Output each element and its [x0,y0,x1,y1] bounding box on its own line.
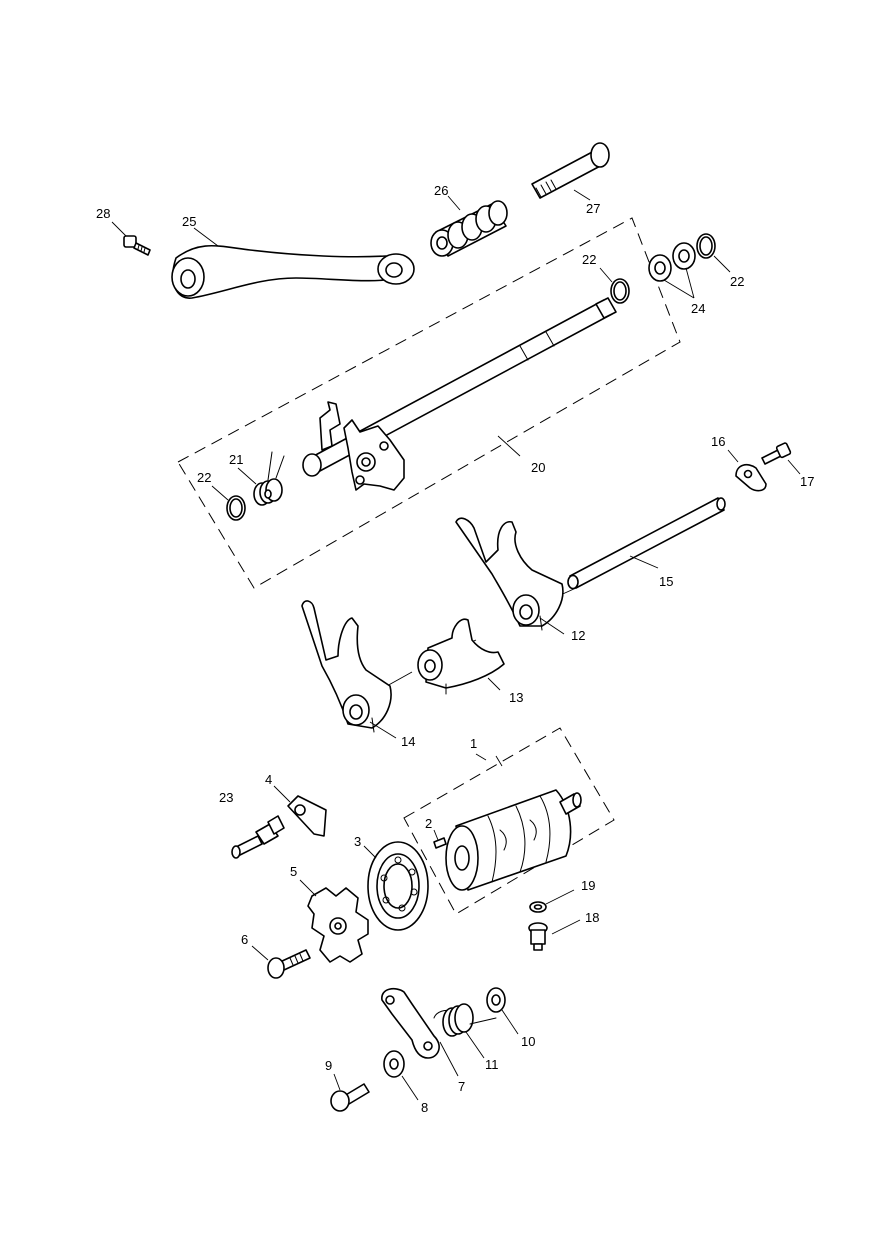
callout-14: 14 [401,734,415,749]
part-23-neutral-switch [231,815,285,859]
callout-27: 27 [586,201,600,216]
callout-22-right: 22 [730,274,744,289]
part-27-pivot-bolt [531,142,610,199]
callout-22-left: 22 [197,470,211,485]
callout-1: 1 [470,736,477,751]
part-16-retainer [735,463,767,492]
callout-21: 21 [229,452,243,467]
callout-23: 23 [219,790,233,805]
callout-10: 10 [521,1034,535,1049]
callout-26: 26 [434,183,448,198]
part-6-bolt [267,949,311,979]
part-28-bolt [123,235,151,256]
callout-25: 25 [182,214,196,229]
callout-17: 17 [800,474,814,489]
part-22-circlip-left [226,495,246,521]
callout-19: 19 [581,878,595,893]
part-7-stopper-arm [381,987,440,1059]
part-20-selector-shaft [302,297,617,491]
assembly-1-outline [403,727,615,915]
callout-11: 11 [485,1057,499,1072]
callout-13: 13 [509,690,523,705]
part-22-circlip-upper [610,278,630,304]
part-25-gear-pedal [171,244,415,299]
part-5-star-wheel [307,887,369,963]
part-10-washer [486,987,506,1013]
callout-3: 3 [354,834,361,849]
callout-2: 2 [425,816,432,831]
part-1-selector-drum [445,789,582,891]
part-26-pedal-rubber [430,200,508,257]
part-3-bearing [367,841,429,931]
part-9-bolt [330,1083,370,1112]
callout-5: 5 [290,864,297,879]
callout-9: 9 [325,1058,332,1073]
callout-15: 15 [659,574,673,589]
callout-4: 4 [265,772,272,787]
callout-24: 24 [691,301,705,316]
callout-18: 18 [585,910,599,925]
callout-22-upper: 22 [582,252,596,267]
part-19-washer [529,901,547,913]
part-2-pin [433,837,447,849]
part-17-bolt [761,442,792,465]
leader-lines [111,189,801,1101]
part-22-circlip-right [696,233,716,259]
callout-12: 12 [571,628,585,643]
part-8-washer [383,1050,405,1078]
callout-6: 6 [241,932,248,947]
callout-7: 7 [458,1079,465,1094]
callout-20: 20 [531,460,545,475]
callout-8: 8 [421,1100,428,1115]
part-21-return-spring [253,451,285,506]
part-11-spring [433,1003,497,1037]
part-4-plate [287,795,327,837]
assembly-20-outline [177,217,681,589]
part-13-selector-fork [417,618,505,695]
part-24-washers [648,242,696,282]
part-14-selector-fork [301,600,392,733]
part-18-bolt [528,922,548,951]
part-15-fork-shaft [567,497,726,590]
part-12-selector-fork [455,517,564,631]
callout-16: 16 [711,434,725,449]
callout-28: 28 [96,206,110,221]
callout-labels: 1 2 3 4 5 6 7 8 9 10 11 12 13 14 15 16 1… [96,183,814,1115]
